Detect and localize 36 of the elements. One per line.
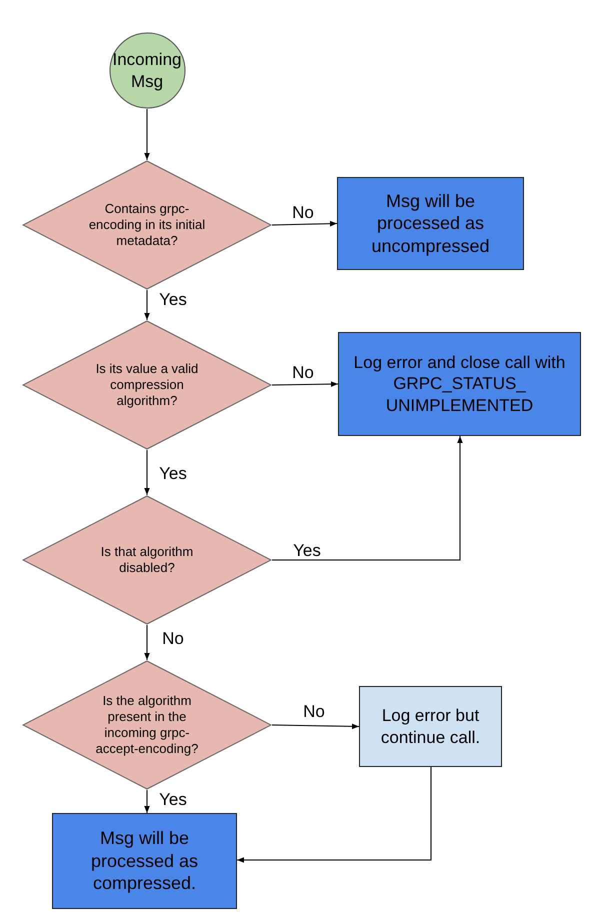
node-text: Is its value a valid compression algorithm? [94,360,200,410]
decision-diamond [22,320,272,450]
node-text: Is that algorithm disabled? [100,544,194,576]
start-circle [108,32,186,109]
node-text: Log error and close call with GRPC_STATUS_ UNIMPLEMENTED [352,352,566,416]
decision-diamond [22,495,272,625]
node-text: Log error but continue call. [380,705,482,748]
node-text: Contains grpc-encoding in its initial metadata? [88,200,206,250]
arrow [144,290,150,320]
edge-label: No [303,702,325,722]
process-box [337,177,524,270]
node-text: Is the algorithm present in the incoming grpc-accept-encoding? [94,692,200,758]
decision-diamond [22,160,272,290]
arrow [144,108,150,160]
node-text: Msg will be processed as compressed. [90,827,200,895]
arrow [272,724,360,730]
node-text: Msg will be processed as uncompressed [370,190,491,258]
arrow [272,381,338,387]
arrow [272,436,463,560]
decision-diamond [22,660,272,790]
arrow [144,790,150,814]
edge-label: Yes [159,790,187,810]
edge-label: Yes [293,541,321,561]
edge-label: Yes [159,290,187,310]
arrow [144,450,150,496]
edge-label: No [162,629,184,649]
arrow [272,220,338,226]
process-box [338,332,581,436]
process-box [52,813,237,909]
node-text: Incoming Msg [112,49,182,92]
process-box [359,686,502,767]
edge-label: No [292,203,314,223]
edge-label: Yes [159,464,187,484]
edge-label: No [292,363,314,383]
arrow [236,766,432,863]
arrow [144,624,150,660]
